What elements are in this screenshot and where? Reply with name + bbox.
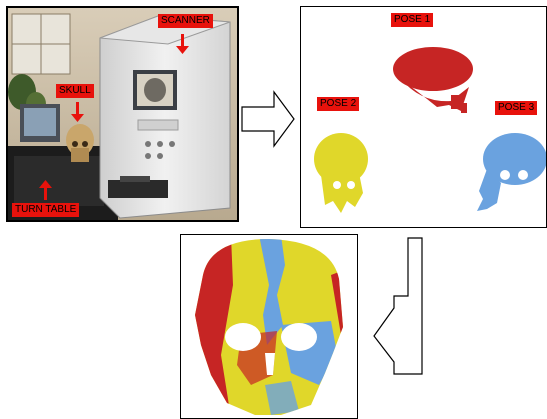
skull-label: SKULL — [56, 84, 94, 98]
right-arrow-icon — [240, 88, 298, 150]
pose3-skull — [477, 133, 546, 211]
merged-skull-panel — [180, 234, 358, 419]
pose3-label: POSE 3 — [495, 101, 537, 115]
pose2-label: POSE 2 — [317, 97, 359, 111]
scanner-photo — [8, 8, 237, 220]
turn-table-label: TURN TABLE — [12, 203, 79, 217]
scan-poses-panel: POSE 1 POSE 2 POSE 3 — [300, 6, 547, 228]
pose1-skull — [393, 47, 473, 113]
merged-skull — [181, 235, 357, 418]
scanner-label: SCANNER — [158, 14, 213, 28]
pose2-skull — [314, 133, 368, 213]
pose-skulls — [301, 7, 546, 227]
down-left-arrow-icon — [370, 236, 426, 380]
pose1-label: POSE 1 — [391, 13, 433, 27]
scanner-photo-panel: SCANNER SKULL TURN TABLE — [6, 6, 239, 222]
